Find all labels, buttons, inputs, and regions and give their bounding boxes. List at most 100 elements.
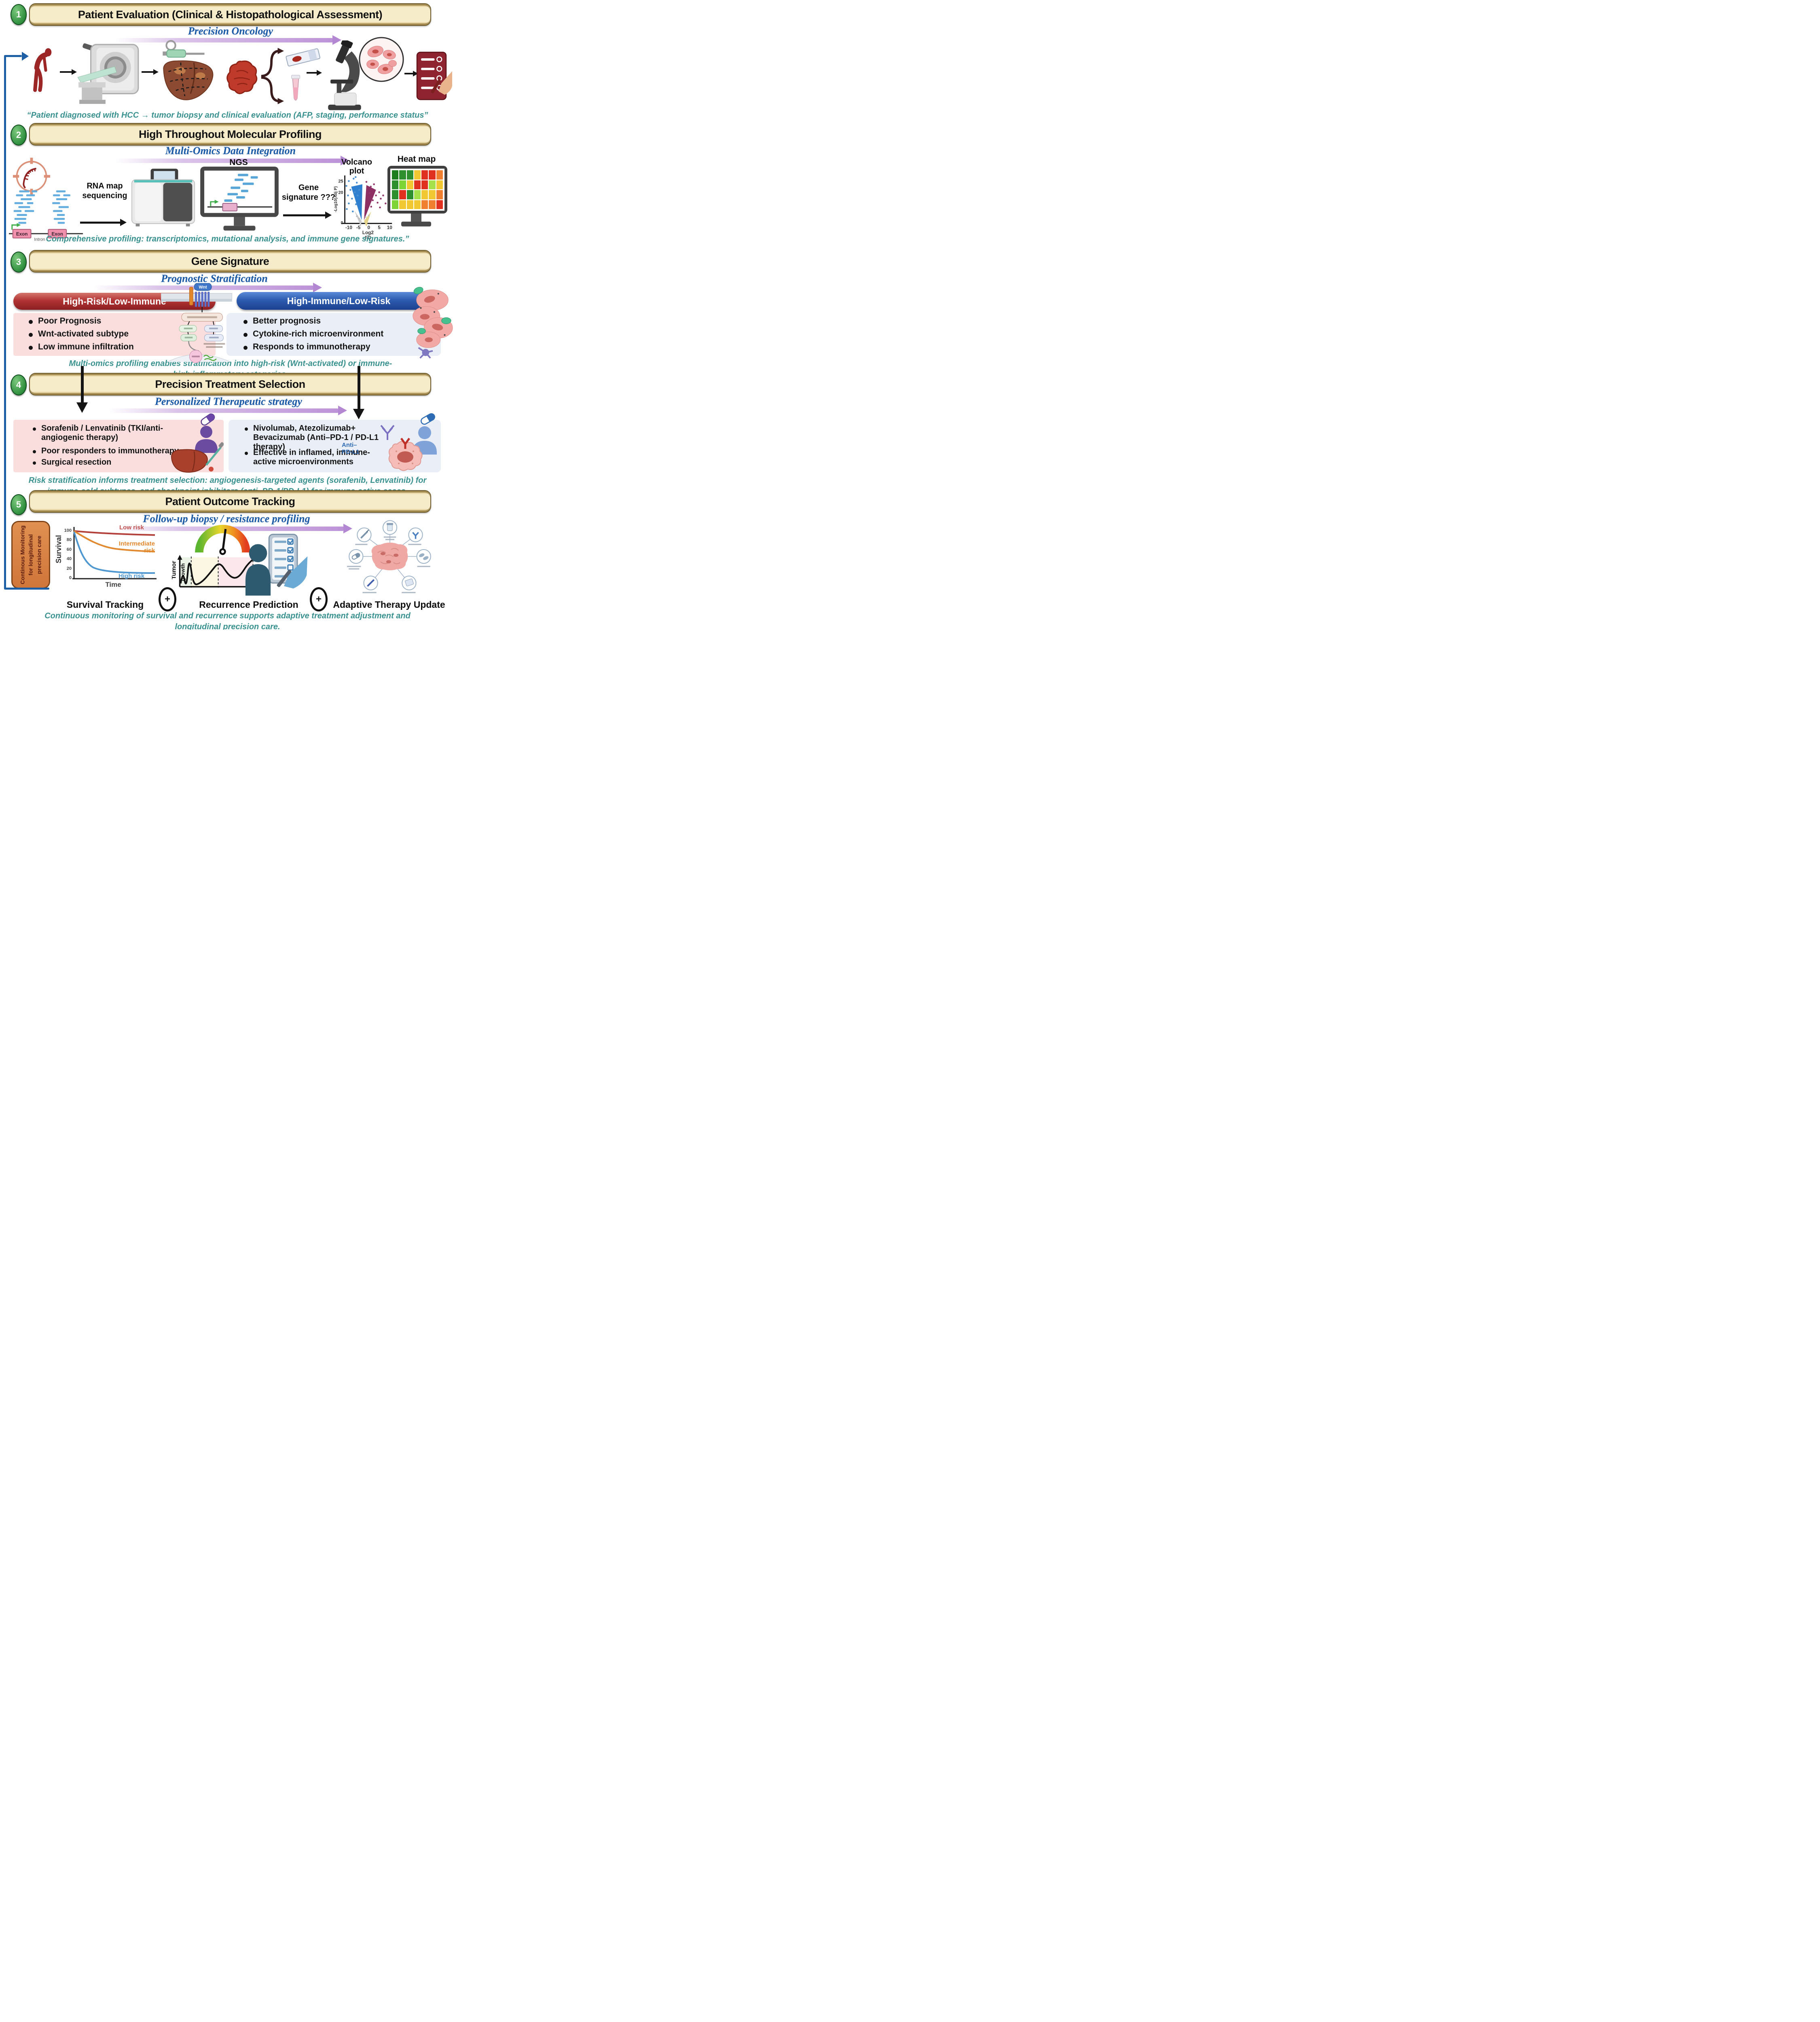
volcano-ytick-0: 0 [341, 220, 343, 225]
heatmap-cell [392, 200, 399, 209]
section-5-caption: Continuous monitoring of survival and re… [44, 611, 411, 630]
section-3-banner: Gene Signature [29, 250, 431, 273]
sample-tube-icon [291, 75, 300, 101]
heatmap-monitor-icon [387, 166, 447, 214]
volcano-xtick-2: 0 [368, 224, 370, 230]
step-2-badge: 2 [11, 125, 27, 146]
section-1-banner: Patient Evaluation (Clinical & Histopath… [29, 3, 431, 26]
anti-pd-l1-label: Anti– PD-L1 [342, 442, 359, 456]
step-5-badge: 5 [11, 494, 27, 515]
rna-target-icon [13, 157, 51, 195]
heatmap-grid [392, 170, 443, 209]
arrow-patient-to-ct-icon [60, 69, 77, 75]
heatmap-cell [399, 180, 406, 189]
section-4-title: Precision Treatment Selection [155, 378, 305, 390]
high-risk-label: High risk [119, 573, 145, 580]
section-4-flow-arrow [108, 406, 347, 415]
volcano-ylabel: -Log10(Adj P) [334, 186, 338, 212]
heatmap-cell [421, 180, 428, 189]
heatmap-cell [421, 200, 428, 209]
arrow-highrisk-to-treatment-icon [76, 366, 88, 413]
volcano-xtick-0: -10 [345, 224, 353, 230]
tki-bullet-3: Surgical resection [41, 458, 112, 467]
step-1-badge: 1 [11, 4, 27, 25]
high-immune-bullet-2: Cytokine-rich microenvironment [253, 329, 384, 338]
heatmap-cell [399, 200, 406, 209]
volcano-xlabel-line2: FC [365, 235, 371, 240]
section-2-subtitle: Multi-Omics Data Integration [165, 145, 296, 157]
survival-chart: 100 80 60 40 20 0 Survival Low risk Inte… [55, 524, 157, 588]
volcano-xtick-4: 10 [387, 224, 393, 230]
patient-icon [33, 48, 52, 92]
feedback-loop-line-top [5, 55, 22, 57]
gene-signature-label: Gene signature ??? [281, 183, 336, 202]
anti-pd-l1-line2: PD-L1 [342, 448, 360, 456]
arrow-rna-to-ngs-icon [80, 219, 127, 226]
section-2-flow-arrow [114, 156, 349, 165]
volcano-ytick-20: 20 [338, 190, 343, 195]
heatmap-cell [414, 190, 421, 199]
heatmap-cell [429, 190, 436, 199]
volcano-label-line1: Volcano [341, 158, 372, 167]
survival-ytick-40: 40 [67, 556, 72, 561]
intermediate-risk-label-line1: Intermediate [119, 540, 155, 547]
tki-therapy-art [171, 413, 224, 473]
section-2-title: High Throughout Molecular Profiling [139, 128, 322, 140]
section-1-subtitle: Precision Oncology [188, 25, 273, 37]
section-5-subtitle: Follow-up biopsy / resistance profiling [143, 513, 310, 525]
step-3-number: 3 [16, 257, 21, 267]
wnt-pathway-diagram: Wnt [161, 283, 232, 363]
intermediate-risk-label-line2: risk [144, 547, 155, 554]
step-4-number: 4 [16, 380, 21, 390]
ngs-label: NGS [229, 158, 248, 167]
heatmap-cell [406, 180, 413, 189]
low-risk-label: Low risk [119, 524, 144, 531]
high-immune-low-risk-pill: High-Immune/Low-Risk [237, 292, 441, 310]
section-5-title: Patient Outcome Tracking [165, 495, 295, 508]
tumor-growth-ylabel-line2: growth [180, 563, 186, 581]
clinical-report-icon [416, 51, 452, 100]
immunotherapy-art [380, 413, 437, 471]
rna-reads-exon-diagram: Exon Exon Intron [9, 190, 83, 242]
volcano-label-line2: plot [349, 167, 364, 176]
volcano-plot-label: Volcano plot [336, 158, 377, 176]
heatmap-cell [399, 190, 406, 199]
tumor-growth-ylabel-line1: Tumor [172, 561, 177, 580]
liver-biopsy-icon [163, 40, 214, 100]
high-risk-bullet-3: Low immune infiltration [38, 342, 134, 351]
magnified-cells-icon [359, 37, 404, 82]
rna-map-sequencing-label: RNA map sequencing [82, 182, 127, 200]
ngs-sequencer-icon [131, 169, 195, 226]
recurrence-prediction-label: Recurrence Prediction [199, 599, 298, 610]
section-1-flow-arrow [114, 35, 341, 45]
step-4-badge: 4 [11, 374, 27, 396]
heatmap-cell [436, 180, 443, 189]
survival-ytick-100: 100 [64, 528, 72, 533]
adaptive-therapy-label: Adaptive Therapy Update [333, 599, 445, 610]
survival-xlabel: Time [105, 581, 121, 588]
heatmap-monitor-base [401, 222, 431, 226]
survival-tracking-label: Survival Tracking [66, 599, 144, 610]
ct-scanner-icon [77, 43, 139, 104]
volcano-xtick-3: 5 [378, 224, 381, 230]
high-immune-card: Better prognosis Cytokine-rich microenvi… [226, 313, 441, 356]
arrow-microscope-to-report-icon [404, 71, 418, 76]
heatmap-cell [392, 170, 399, 180]
wnt-label: Wnt [199, 285, 207, 290]
risk-gauge-icon [195, 525, 250, 555]
section-1-title: Patient Evaluation (Clinical & Histopath… [78, 8, 383, 21]
plus-2-icon: + [310, 587, 328, 611]
clinician-checklist-icon [245, 533, 308, 596]
volcano-xlabel-line1: Log2 [362, 230, 374, 235]
heatmap-label: Heat map [397, 154, 436, 164]
heatmap-cell [436, 170, 443, 180]
heatmap-cell [421, 170, 428, 180]
arrow-ngs-to-volcano-icon [283, 212, 332, 219]
adaptive-therapy-art [347, 520, 431, 593]
arrow-ct-to-biopsy-icon [142, 69, 159, 75]
feedback-loop-line-bottom [5, 588, 49, 590]
survival-ytick-60: 60 [67, 547, 72, 552]
heatmap-cell [429, 180, 436, 189]
section-3-subtitle: Prognostic Stratification [161, 273, 268, 284]
section-4-banner: Precision Treatment Selection [29, 373, 431, 396]
